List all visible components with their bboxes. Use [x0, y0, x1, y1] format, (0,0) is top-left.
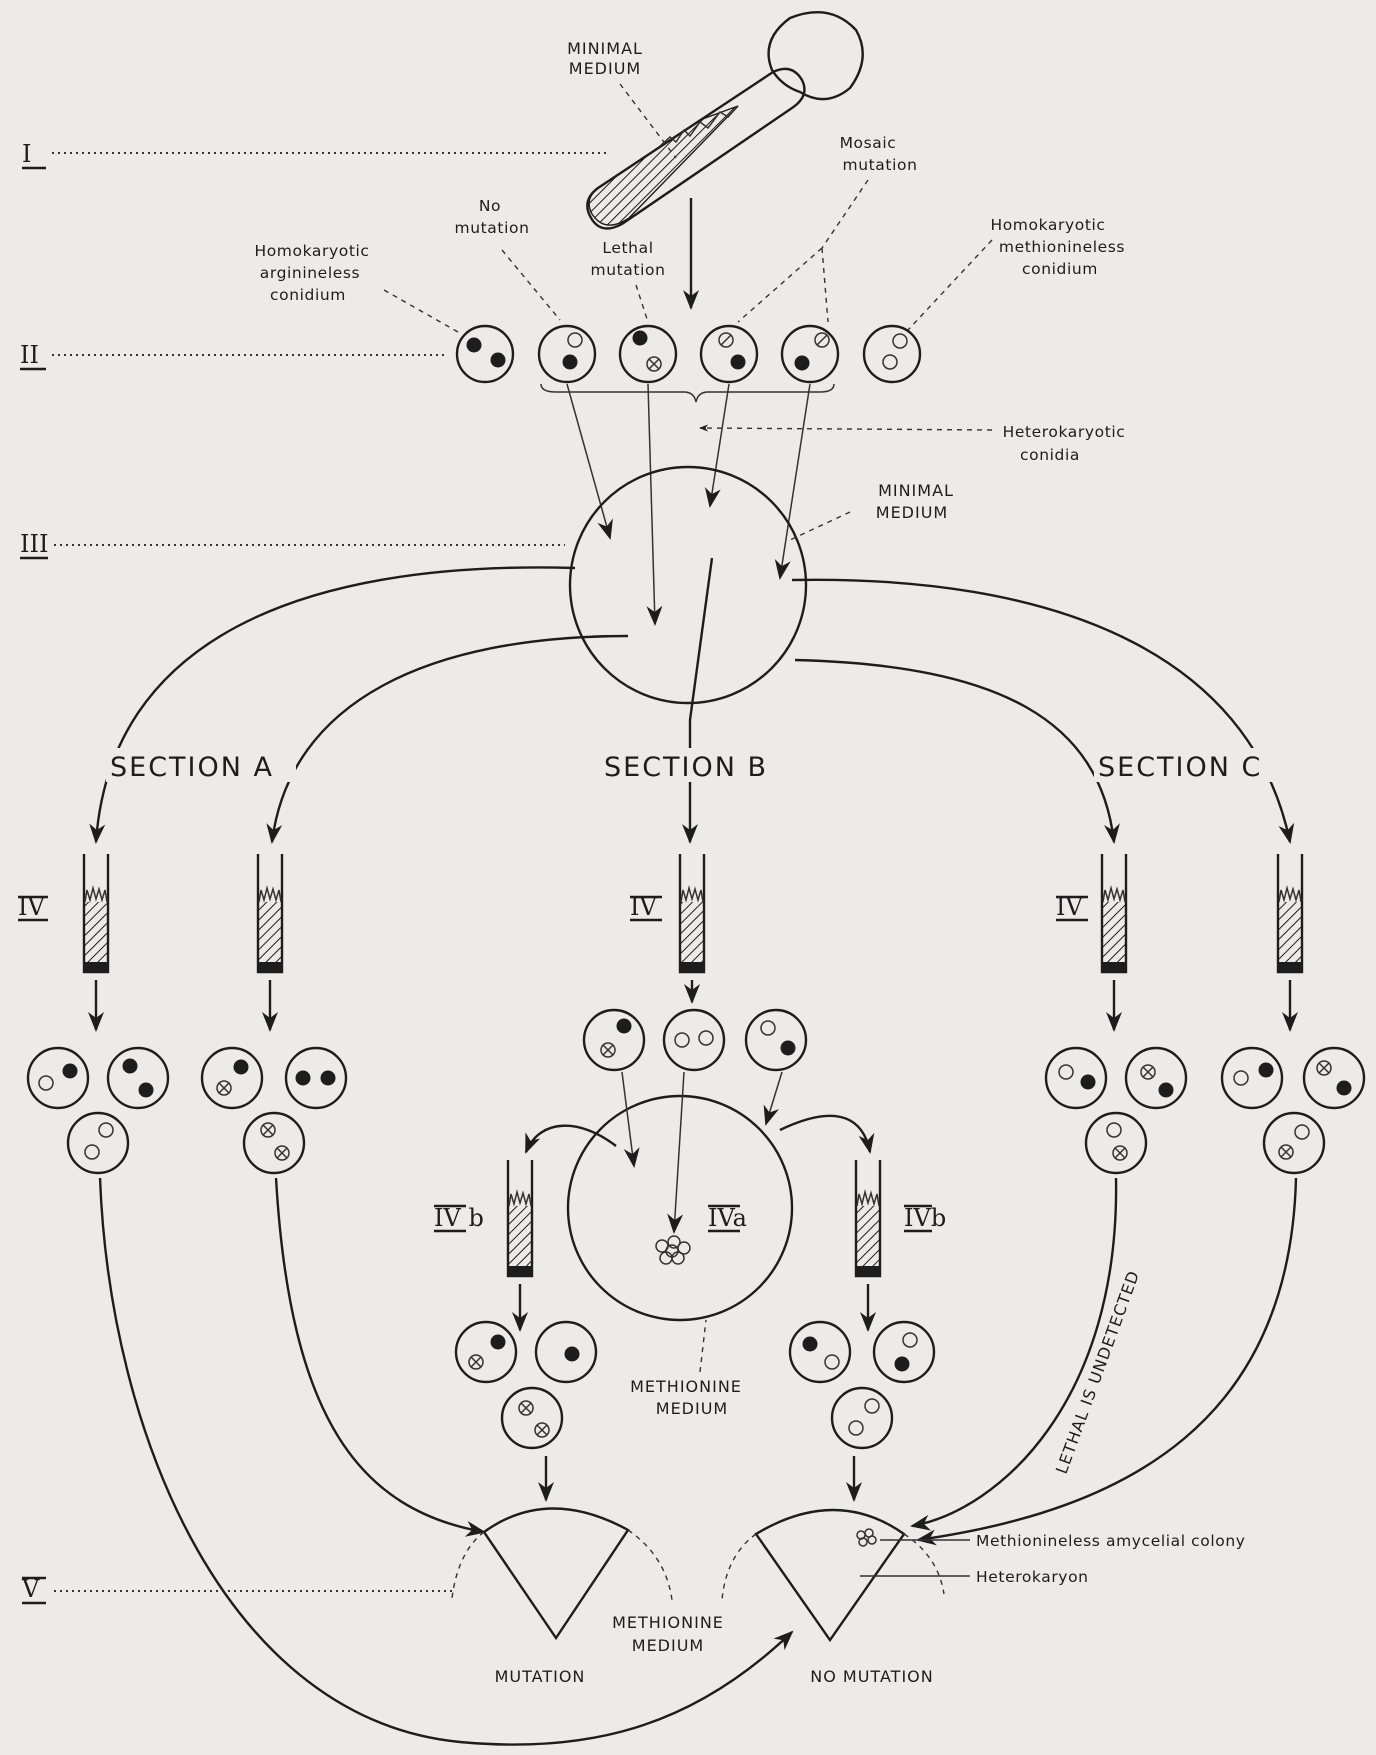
arrow-lethal-to-plate — [648, 384, 655, 624]
label-met-1: Homokaryotic — [990, 216, 1105, 234]
stage-labels: I II III IV IV IV IV b IVa IVb V — [18, 140, 1088, 1603]
label-methionine-bottom-1: METHIONINE — [612, 1613, 724, 1632]
arrow-nomut-to-plate — [567, 384, 610, 538]
label-arg-2: arginineless — [260, 264, 360, 282]
stage-label-1: I — [22, 140, 31, 168]
cluster-4b-right — [790, 1322, 934, 1448]
label-methionine-bottom-2: MEDIUM — [632, 1636, 704, 1655]
label-methionine-2: MEDIUM — [656, 1399, 728, 1418]
colony-4 — [757, 593, 795, 631]
branch-c2 — [792, 580, 1290, 842]
colony-3 — [693, 515, 731, 553]
arrow-to-tube-4b-right — [780, 1116, 870, 1152]
cluster-4b-left — [456, 1322, 596, 1448]
sector-no-mutation — [722, 1510, 944, 1640]
section-a-title: SECTION A — [110, 752, 274, 783]
curve-a1-to-no-mutation — [100, 1178, 792, 1745]
stage-label-2: II — [20, 341, 39, 369]
section-a-tubes — [84, 854, 282, 972]
cluster-c1 — [1046, 1048, 1186, 1173]
conidium-homokaryotic-arginineless — [457, 326, 513, 382]
branch-a2 — [272, 636, 628, 842]
label-hetero-2: conidia — [1020, 446, 1080, 464]
label-mosaic-2: mutation — [843, 156, 918, 174]
tube-4b-left — [508, 1160, 532, 1276]
label-met-3: conidium — [1022, 260, 1098, 278]
conidium-mosaic-1 — [701, 326, 757, 382]
label-lethal-1: Lethal — [602, 239, 653, 257]
label-heterokaryon: Heterokaryon — [976, 1568, 1089, 1586]
conidia-row — [457, 326, 920, 402]
conidium-no-mutation — [539, 326, 595, 382]
tube-c1 — [1102, 854, 1126, 972]
colony-2 — [628, 617, 666, 655]
label-no-1: No — [479, 197, 501, 215]
arrow-mosaic1-to-plate — [710, 384, 729, 506]
cluster-a1 — [28, 1048, 168, 1173]
amycelial-colony-v — [857, 1529, 876, 1546]
cotton-plug — [769, 12, 863, 99]
tube-c2 — [1278, 854, 1302, 972]
cluster-b — [584, 1010, 806, 1070]
conidium-mosaic-2 — [782, 326, 838, 382]
branch-c1 — [795, 660, 1114, 842]
section-b-tube — [680, 854, 704, 972]
stage-label-4b-left: IV b — [434, 1204, 484, 1232]
label-hetero-1: Heterokaryotic — [1003, 423, 1126, 441]
colony-b3 — [731, 1253, 769, 1291]
label-arg-1: Homokaryotic — [254, 242, 369, 260]
colony-1 — [599, 539, 637, 577]
label-minimal-medium-2: MEDIUM — [569, 59, 641, 78]
tube-a1 — [84, 854, 108, 972]
stage-label-3: III — [20, 530, 48, 558]
label-no-2: mutation — [455, 219, 530, 237]
conidium-homokaryotic-methionineless — [864, 326, 920, 382]
label-mosaic-1: Mosaic — [840, 134, 897, 152]
label-amycelial-colony: Methionineless amycelial colony — [976, 1532, 1246, 1550]
conidium-lethal-mutation — [620, 326, 676, 382]
section-c-title: SECTION C — [1098, 752, 1262, 783]
tube-4b-right — [856, 1160, 880, 1276]
colony-b1 — [613, 1153, 651, 1191]
label-plate-minimal-2: MEDIUM — [876, 503, 948, 522]
label-methionine-1: METHIONINE — [630, 1377, 742, 1396]
tube-a2 — [258, 854, 282, 972]
label-arg-3: conidium — [270, 286, 346, 304]
arrow-mosaic2-to-plate — [780, 384, 810, 578]
label-lethal-2: mutation — [591, 261, 666, 279]
amycelial-colony-b — [656, 1236, 690, 1264]
branch-a1 — [96, 567, 575, 842]
label-plate-minimal-1: MINIMAL — [878, 481, 954, 500]
label-lethal-undetected: LETHAL IS UNDETECTED — [1052, 1268, 1143, 1477]
label-no-mutation: NO MUTATION — [810, 1667, 933, 1686]
arrow-to-tube-4b-left — [526, 1126, 616, 1152]
section-b-title: SECTION B — [604, 752, 768, 783]
stage-label-4a-plate: IVa — [708, 1204, 747, 1232]
label-mutation: MUTATION — [495, 1667, 586, 1686]
label-minimal-medium-1: MINIMAL — [567, 39, 643, 58]
label-met-2: methionineless — [999, 238, 1125, 256]
cluster-c2 — [1222, 1048, 1364, 1173]
section-c-tubes — [1102, 854, 1302, 972]
brace-heterokaryotic — [541, 384, 834, 402]
cluster-a2 — [202, 1048, 346, 1173]
stage-label-4b-right: IVb — [904, 1204, 946, 1232]
